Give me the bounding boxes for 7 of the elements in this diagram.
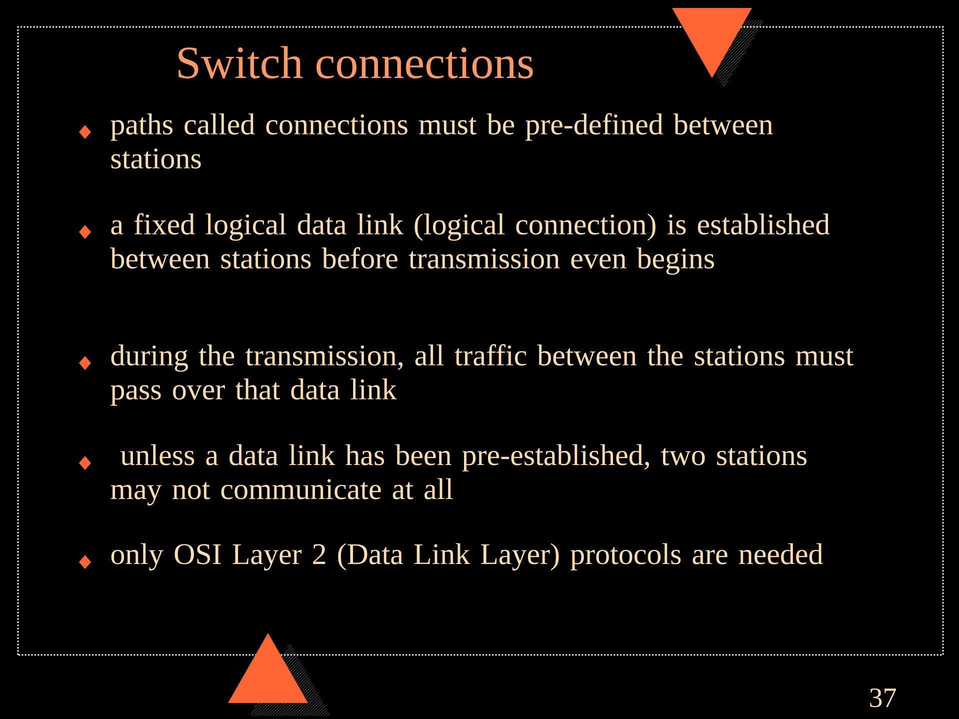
bullet-text: a fixed logical data link (logical connection) is established between stations before transmission even begins [110, 213, 830, 275]
bullet-text: only OSI Layer 2 (Data Link Layer) protocols are needed [111, 543, 823, 570]
bullet-text: during the transmission, all traffic between the stations must pass over that data link [110, 344, 854, 406]
bullet-text: paths called connections must be pre-defined between stations [110, 113, 773, 169]
slide-title: Switch connections [178, 46, 533, 78]
page-number: 37 [870, 688, 896, 708]
bullet-text: unless a data link has been pre-established, two stations may not communicate at all [110, 444, 806, 506]
